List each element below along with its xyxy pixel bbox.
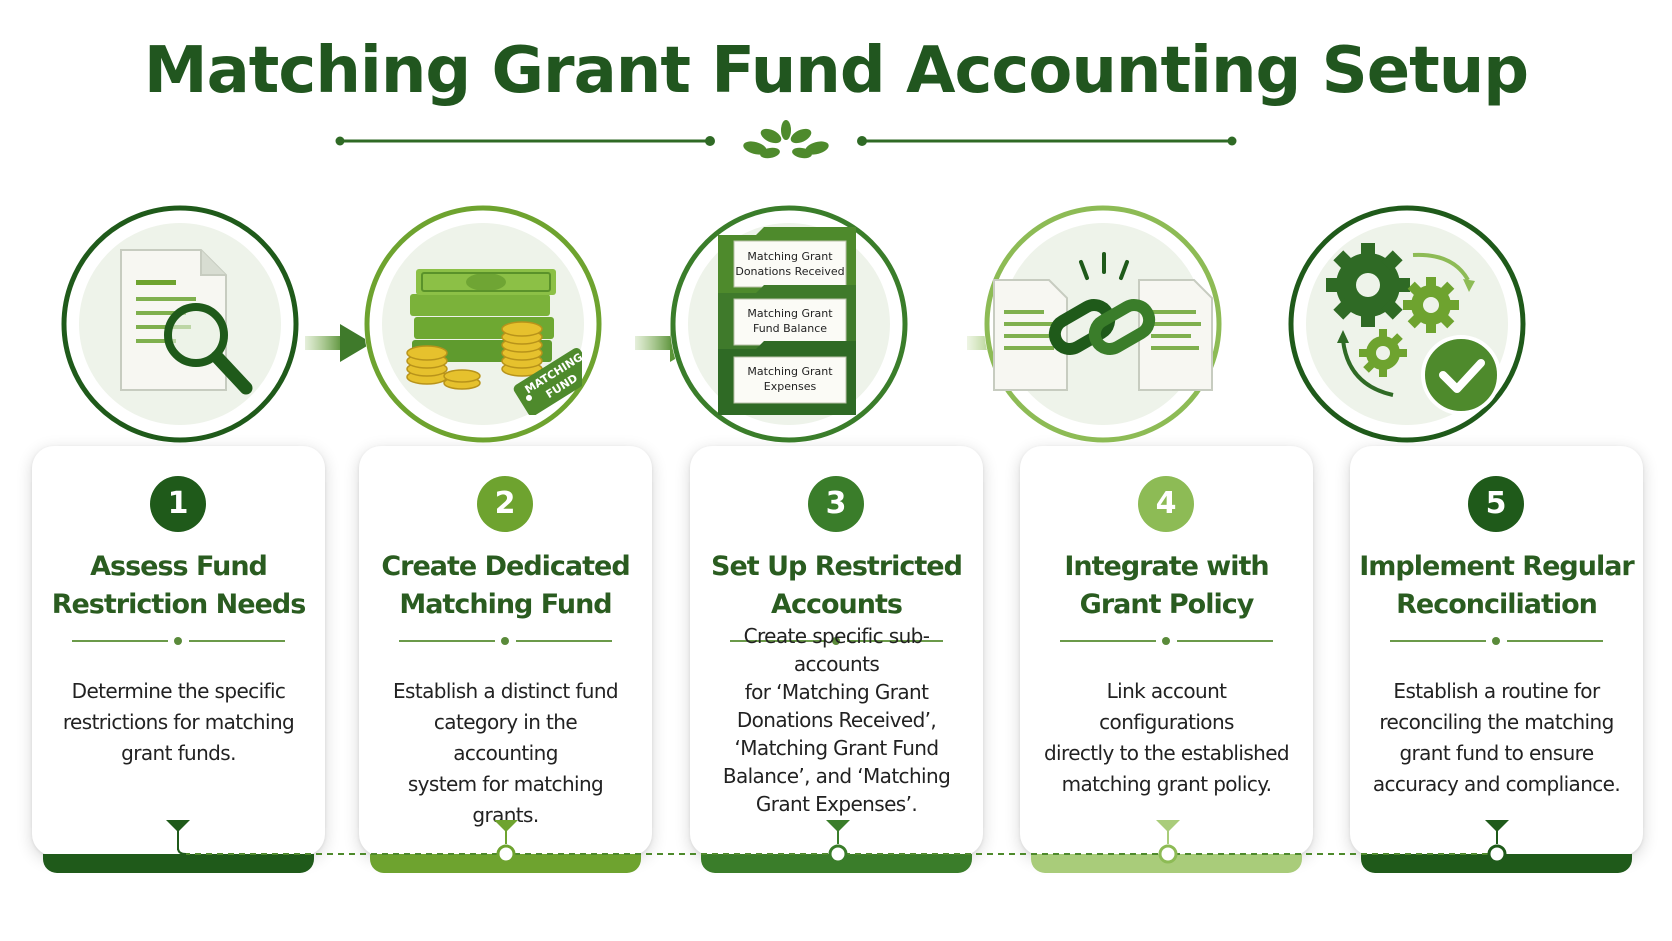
folder-1-line-2: Donations Received — [735, 265, 844, 278]
title-ornament — [335, 120, 1237, 159]
step-title-line: Accounts — [771, 589, 903, 620]
document-magnifier-icon — [120, 249, 253, 395]
bottom-timeline — [166, 820, 1509, 864]
step-description-line: Establish a routine for — [1393, 679, 1600, 703]
step-5-circle — [1288, 205, 1526, 443]
folder-1-line-1: Matching Grant — [747, 250, 833, 263]
folder-3-line-1: Matching Grant — [747, 365, 833, 378]
step-description-line: Create specific sub-accounts — [743, 624, 930, 676]
timeline-notch — [826, 820, 850, 832]
timeline-node — [1158, 844, 1178, 864]
step-description: Establish a routine for reconciling the m… — [1370, 676, 1623, 800]
step-divider — [1390, 637, 1603, 645]
timeline-notch — [1485, 820, 1509, 832]
step-divider — [399, 637, 612, 645]
step-divider — [1060, 637, 1273, 645]
step-description-line: Donations Received’, — [736, 708, 937, 732]
step-description-line: Balance’, and ‘Matching — [722, 764, 951, 788]
step-4-base-bar — [1031, 854, 1302, 873]
step-title-line: Reconciliation — [1396, 589, 1598, 620]
timeline-start — [177, 847, 187, 855]
timeline-notch — [494, 820, 518, 832]
step-description: Link account configurations directly to t… — [1040, 676, 1293, 800]
timeline-node — [1487, 844, 1507, 864]
step-4-circle — [984, 205, 1222, 443]
money-stack-coins-icon: MATCHING FUND — [406, 269, 582, 415]
step-description-line: for ‘Matching Grant — [744, 680, 929, 704]
small-gear-icon — [1359, 329, 1407, 377]
step-description-line: accuracy and compliance. — [1372, 772, 1621, 796]
step-description-line: grant fund to ensure — [1399, 741, 1594, 765]
gears-checkmark-icon — [1326, 243, 1501, 415]
step-3-circle: Matching Grant Donations Received Matchi… — [670, 205, 908, 443]
linked-documents-icon — [993, 252, 1213, 391]
step-3-base-bar — [701, 854, 972, 873]
folder-3-line-2: Expenses — [764, 380, 817, 393]
step-number-badge: 5 — [1468, 476, 1524, 532]
step-number-badge: 1 — [150, 476, 206, 532]
step-1-circle — [61, 205, 299, 443]
large-gear-icon — [1326, 243, 1410, 327]
step-title-line: Implement Regular — [1359, 551, 1635, 582]
step-title-line: Restriction Needs — [51, 589, 307, 620]
folder-2-line-2: Fund Balance — [753, 322, 827, 335]
timeline-notch — [1156, 820, 1180, 832]
step-description-line: directly to the established — [1043, 741, 1290, 765]
folder-2-line-1: Matching Grant — [747, 307, 833, 320]
step-description-line: Establish a distinct fund — [392, 679, 619, 703]
step-divider — [730, 637, 943, 645]
step-title-line: Assess Fund — [90, 551, 268, 582]
step-description-line: Grant Expenses’. — [755, 792, 918, 816]
step-title-line: Grant Policy — [1079, 589, 1255, 620]
folder-stack-icon: Matching Grant Donations Received Matchi… — [718, 227, 856, 415]
step-description-line: category in the accounting — [433, 710, 578, 765]
step-5-base-bar — [1361, 854, 1632, 873]
step-description-line: grant funds. — [121, 741, 236, 765]
folder-1: Matching Grant Donations Received — [718, 227, 856, 295]
step-title-line: Matching Fund — [399, 589, 612, 620]
checkmark-icon — [1421, 335, 1501, 415]
arrow-1-2 — [305, 324, 372, 362]
step-number-badge: 3 — [808, 476, 864, 532]
step-description-line: Determine the specific — [71, 679, 286, 703]
medium-gear-icon — [1403, 277, 1459, 333]
timeline-node — [496, 844, 516, 864]
laurel-icon — [743, 120, 829, 159]
step-description: Establish a distinct fund category in the… — [379, 676, 632, 831]
step-number-badge: 4 — [1138, 476, 1194, 532]
step-description-line: Link account configurations — [1099, 679, 1234, 734]
step-description: Determine the specific restrictions for m… — [52, 676, 305, 769]
page-title: Matching Grant Fund Accounting Setup — [143, 34, 1529, 108]
step-1-base-bar — [43, 854, 314, 873]
step-title-line: Set Up Restricted — [711, 551, 963, 582]
step-number-badge: 2 — [477, 476, 533, 532]
step-title-line: Integrate with — [1064, 551, 1269, 582]
step-divider — [72, 637, 285, 645]
step-description: Create specific sub-accounts for ‘Matchin… — [710, 622, 963, 818]
step-2-base-bar — [370, 854, 641, 873]
folder-3: Matching Grant Expenses — [718, 341, 856, 415]
step-description-line: ‘Matching Grant Fund — [734, 736, 940, 760]
folder-2: Matching Grant Fund Balance — [718, 285, 856, 353]
step-2-circle: MATCHING FUND — [364, 205, 602, 443]
step-description-line: system for matching — [407, 772, 604, 796]
chain-link-icon — [1048, 299, 1156, 355]
step-description-line: restrictions for matching — [62, 710, 295, 734]
timeline-node — [828, 844, 848, 864]
step-title-line: Create Dedicated — [381, 551, 630, 582]
step-description-line: matching grant policy. — [1061, 772, 1272, 796]
timeline-notch — [166, 820, 190, 832]
step-description-line: reconciling the matching — [1379, 710, 1614, 734]
